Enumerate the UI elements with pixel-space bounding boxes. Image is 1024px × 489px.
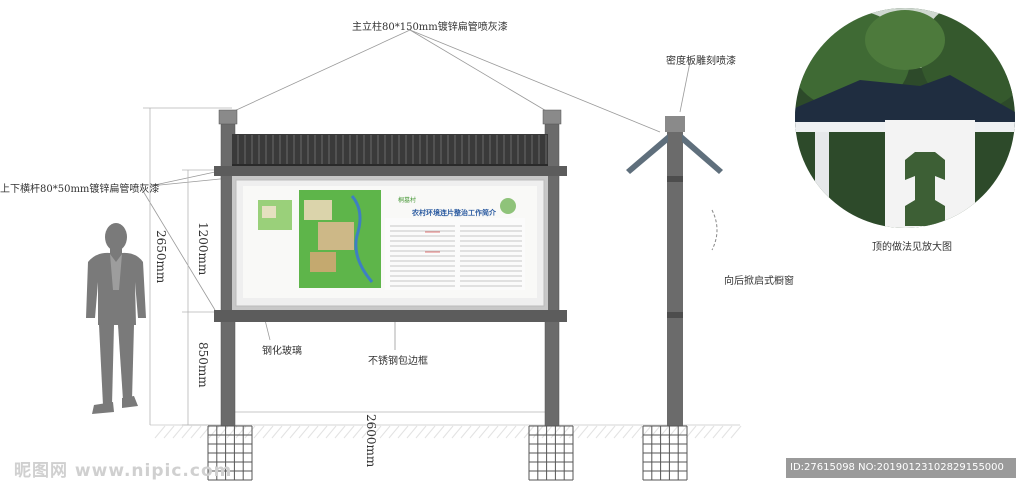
image-id-bar: ID:27615098 NO:20190123102829155000	[786, 458, 1016, 478]
label-frame: 不锈钢包边框	[368, 356, 428, 367]
label-main-post: 主立柱80*150mm镀锌扁管喷灰漆	[352, 22, 508, 33]
dim-width: 2600mm	[364, 414, 378, 468]
dim-panel-height: 1200mm	[196, 222, 210, 276]
poster-header-small: 桐墓村	[398, 197, 417, 204]
label-glass: 钢化玻璃	[262, 346, 302, 357]
rails	[214, 166, 567, 322]
watermark-logo: 昵图网 www.nipic.com	[14, 461, 233, 481]
dimension-lines	[143, 107, 552, 426]
roof-detail-photo	[795, 8, 1015, 228]
label-window: 向后掀启式橱窗	[724, 276, 794, 287]
label-roof-detail: 顶的做法见放大图	[872, 242, 952, 253]
human-silhouette	[86, 223, 146, 414]
poster-title: 农村环境连片整治工作简介	[412, 209, 496, 217]
side-view	[626, 116, 723, 426]
ground-hatch	[154, 425, 742, 439]
label-density-board: 密度板雕刻喷漆	[666, 56, 736, 67]
main-posts	[218, 109, 562, 427]
foundations	[207, 425, 688, 481]
label-rails: 上下横杆80*50mm镀锌扁管喷灰漆	[0, 184, 160, 195]
dim-total-height: 2650mm	[154, 230, 168, 284]
dim-lower-height: 850mm	[196, 342, 210, 388]
display-case	[232, 176, 548, 310]
roof	[232, 134, 548, 170]
leader-lines	[139, 29, 691, 350]
